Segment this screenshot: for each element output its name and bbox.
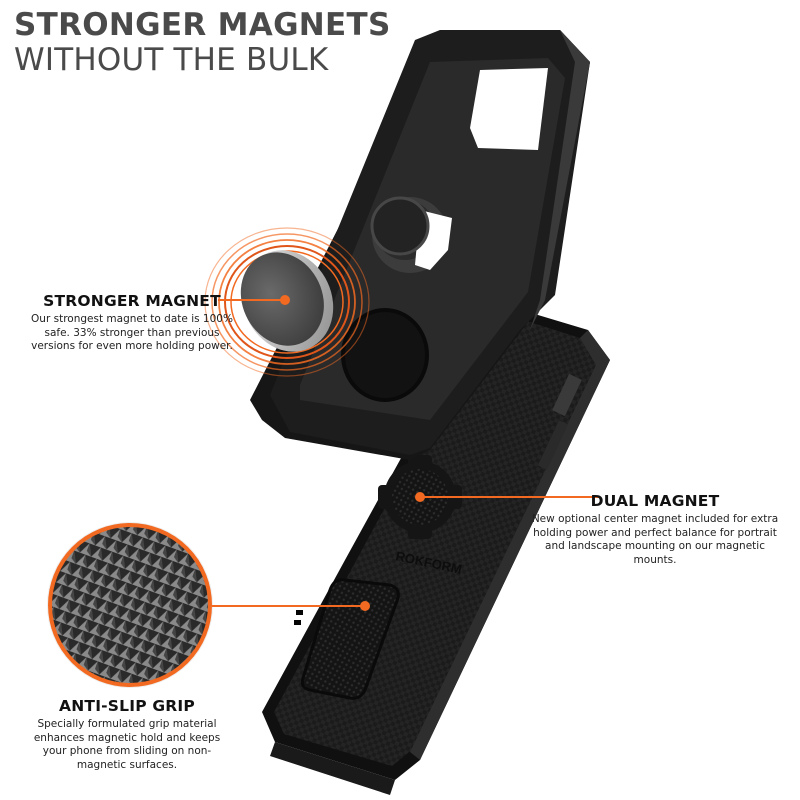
- callout-stronger-magnet: STRONGER MAGNET Our strongest magnet to …: [22, 292, 242, 354]
- callout-title: DUAL MAGNET: [590, 492, 720, 510]
- headline-line-1: STRONGER MAGNETS: [14, 7, 391, 43]
- magnet-rings-icon: [204, 227, 370, 377]
- callout-dual-magnet: DUAL MAGNET New optional center magnet i…: [525, 492, 785, 567]
- grip-texture-zoom: [47, 522, 213, 688]
- headline-line-2: WITHOUT THE BULK: [14, 42, 329, 78]
- callout-description: New optional center magnet included for …: [531, 513, 779, 566]
- callout-anti-slip-grip: ANTI-SLIP GRIP Specially formulated grip…: [22, 697, 232, 772]
- case-back-view: ROKFORM: [262, 300, 610, 795]
- callout-title: STRONGER MAGNET: [43, 292, 221, 310]
- callout-leaders: [212, 295, 600, 611]
- headline: STRONGER MAGNETS WITHOUT THE BULK: [14, 10, 391, 76]
- callout-description: Our strongest magnet to date is 100% saf…: [31, 313, 233, 352]
- callout-title: ANTI-SLIP GRIP: [59, 697, 195, 715]
- callout-description: Specially formulated grip material enhan…: [33, 718, 221, 771]
